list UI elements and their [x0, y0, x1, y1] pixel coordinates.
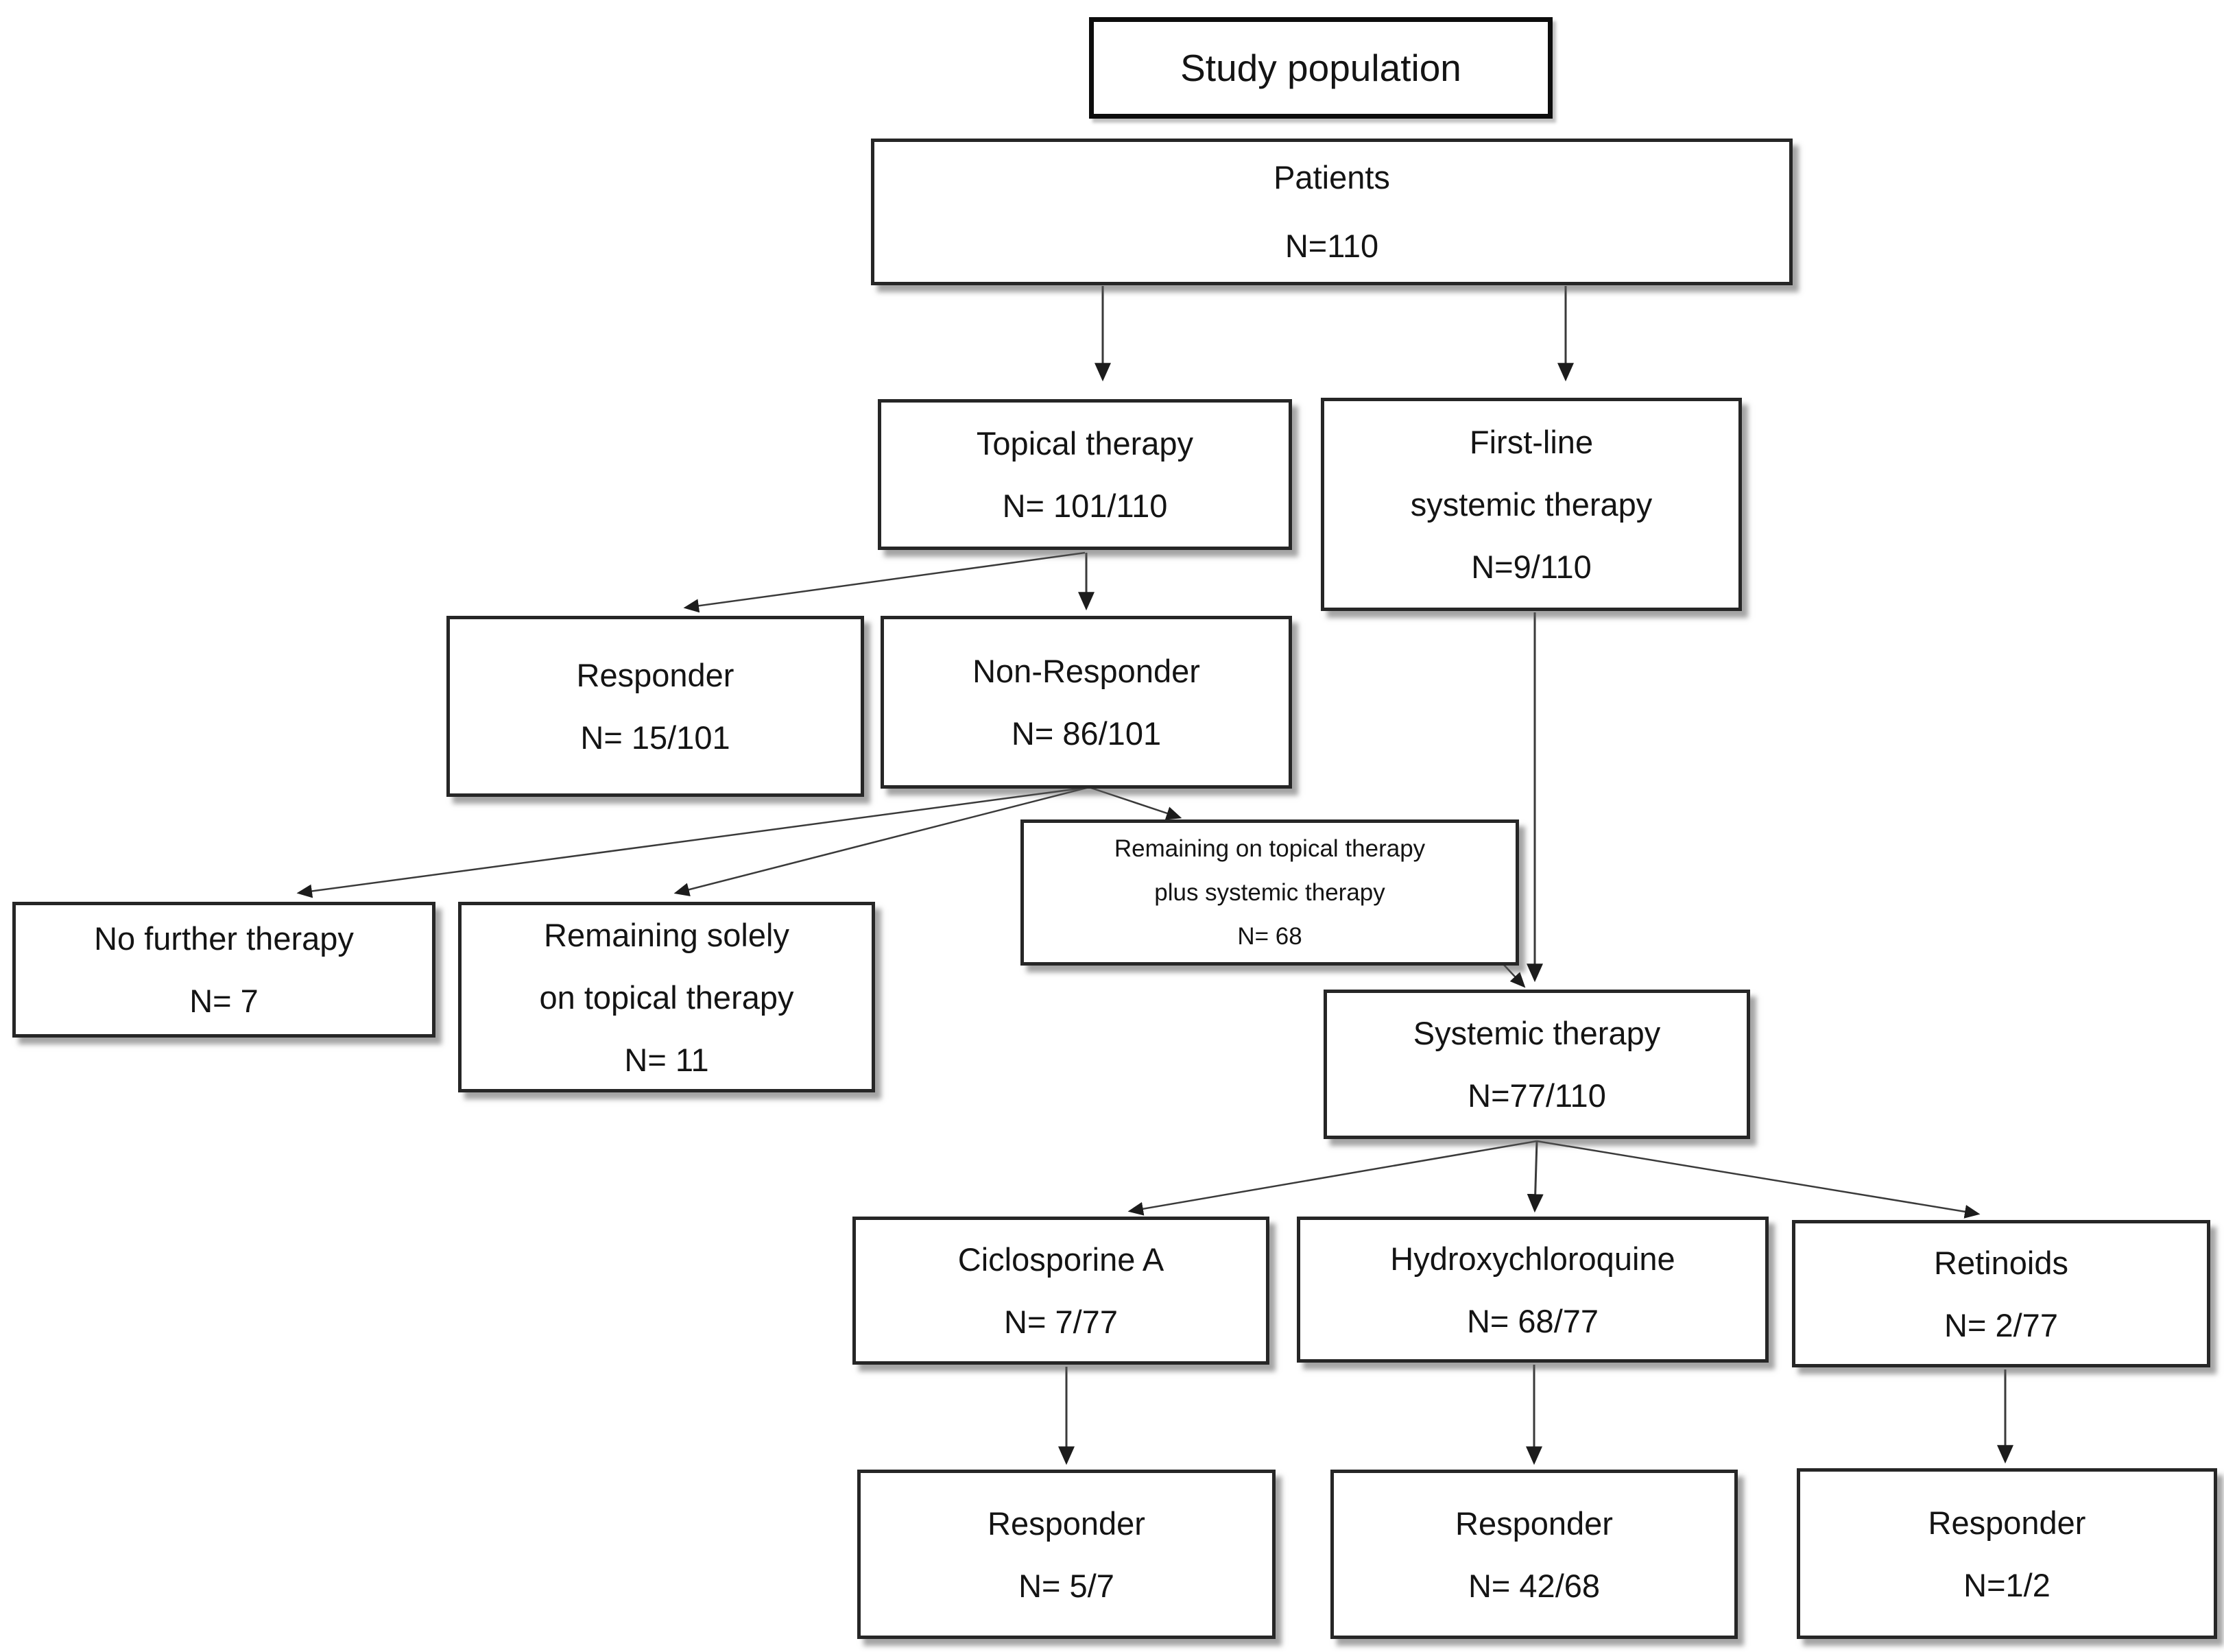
node-responder-retinoids: Responder N=1/2 — [1797, 1468, 2217, 1639]
node-patients-line1: Patients — [1274, 159, 1390, 195]
node-remaining-plus-line2: plus systemic therapy — [1154, 878, 1385, 906]
arrow-systemic-to-retinoids — [1536, 1140, 1981, 1219]
node-first-line-line3: N=9/110 — [1471, 549, 1592, 585]
node-remaining-plus-line3: N= 68 — [1237, 922, 1302, 950]
node-responder-ciclosporine: Responder N= 5/7 — [857, 1470, 1276, 1639]
node-study-population: Study population — [1089, 17, 1553, 119]
node-ciclosporine-line2: N= 7/77 — [1004, 1304, 1118, 1340]
node-retinoids: Retinoids N= 2/77 — [1792, 1220, 2210, 1367]
node-responder-hydroxychloroquine-line2: N= 42/68 — [1468, 1567, 1601, 1604]
node-responder-hydroxychloroquine-line1: Responder — [1455, 1505, 1613, 1542]
node-topical-therapy-line2: N= 101/110 — [1002, 488, 1168, 524]
node-responder-ciclosporine-line2: N= 5/7 — [1018, 1567, 1114, 1604]
node-remaining-topical-plus-systemic: Remaining on topical therapy plus system… — [1020, 819, 1519, 966]
node-topical-therapy: Topical therapy N= 101/110 — [878, 399, 1292, 550]
node-hydroxychloroquine-line1: Hydroxychloroquine — [1390, 1240, 1675, 1277]
node-responder-topical-line1: Responder — [576, 657, 734, 693]
node-responder-retinoids-line1: Responder — [1928, 1504, 2086, 1541]
node-responder-topical-line2: N= 15/101 — [580, 719, 730, 756]
node-first-line-line2: systemic therapy — [1410, 486, 1653, 523]
arrow-topical-to-responder — [683, 551, 1086, 613]
node-study-population-label: Study population — [1180, 47, 1461, 89]
node-ciclosporine: Ciclosporine A N= 7/77 — [852, 1217, 1269, 1365]
node-remaining-solely-line1: Remaining solely — [544, 916, 789, 953]
node-first-line-line1: First-line — [1469, 424, 1594, 460]
node-remaining-plus-line1: Remaining on topical therapy — [1114, 835, 1426, 862]
arrow-remaining-plus-systemic-to-systemic-therapy — [1503, 963, 1526, 988]
node-topical-therapy-line1: Topical therapy — [976, 425, 1194, 462]
node-patients-line2: N=110 — [1284, 228, 1379, 264]
node-remaining-solely-line3: N= 11 — [624, 1041, 709, 1078]
node-first-line-systemic-therapy: First-line systemic therapy N=9/110 — [1321, 398, 1742, 611]
node-responder-topical: Responder N= 15/101 — [446, 616, 864, 797]
node-remaining-solely-topical: Remaining solely on topical therapy N= 1… — [458, 902, 875, 1092]
node-systemic-line2: N=77/110 — [1468, 1077, 1606, 1114]
node-systemic-therapy: Systemic therapy N=77/110 — [1324, 990, 1750, 1139]
node-non-responder-line1: Non-Responder — [972, 653, 1200, 689]
arrow-non-responder-to-no-further-therapy — [296, 786, 1090, 898]
node-no-further-line2: N= 7 — [189, 983, 259, 1019]
node-no-further-therapy: No further therapy N= 7 — [12, 902, 435, 1038]
node-retinoids-line2: N= 2/77 — [1944, 1306, 2058, 1343]
node-responder-retinoids-line2: N=1/2 — [1963, 1566, 2050, 1603]
node-hydroxychloroquine: Hydroxychloroquine N= 68/77 — [1297, 1217, 1769, 1363]
node-non-responder-line2: N= 86/101 — [1011, 715, 1162, 752]
node-responder-hydroxychloroquine: Responder N= 42/68 — [1330, 1470, 1738, 1639]
node-patients: Patients N=110 — [871, 139, 1793, 285]
arrow-non-responder-to-remaining-plus-systemic — [1088, 786, 1182, 820]
node-no-further-line1: No further therapy — [94, 920, 354, 957]
arrow-non-responder-to-remaining-solely — [673, 786, 1090, 896]
node-retinoids-line1: Retinoids — [1934, 1244, 2068, 1281]
node-remaining-solely-line2: on topical therapy — [539, 979, 794, 1016]
node-responder-ciclosporine-line1: Responder — [988, 1505, 1145, 1542]
node-ciclosporine-line1: Ciclosporine A — [957, 1241, 1164, 1278]
arrow-systemic-to-hydroxychloroquine — [1527, 1140, 1544, 1213]
node-systemic-line1: Systemic therapy — [1413, 1015, 1661, 1051]
node-hydroxychloroquine-line2: N= 68/77 — [1466, 1302, 1599, 1339]
node-non-responder-topical: Non-Responder N= 86/101 — [881, 616, 1292, 789]
arrow-systemic-to-ciclosporine — [1127, 1140, 1538, 1216]
